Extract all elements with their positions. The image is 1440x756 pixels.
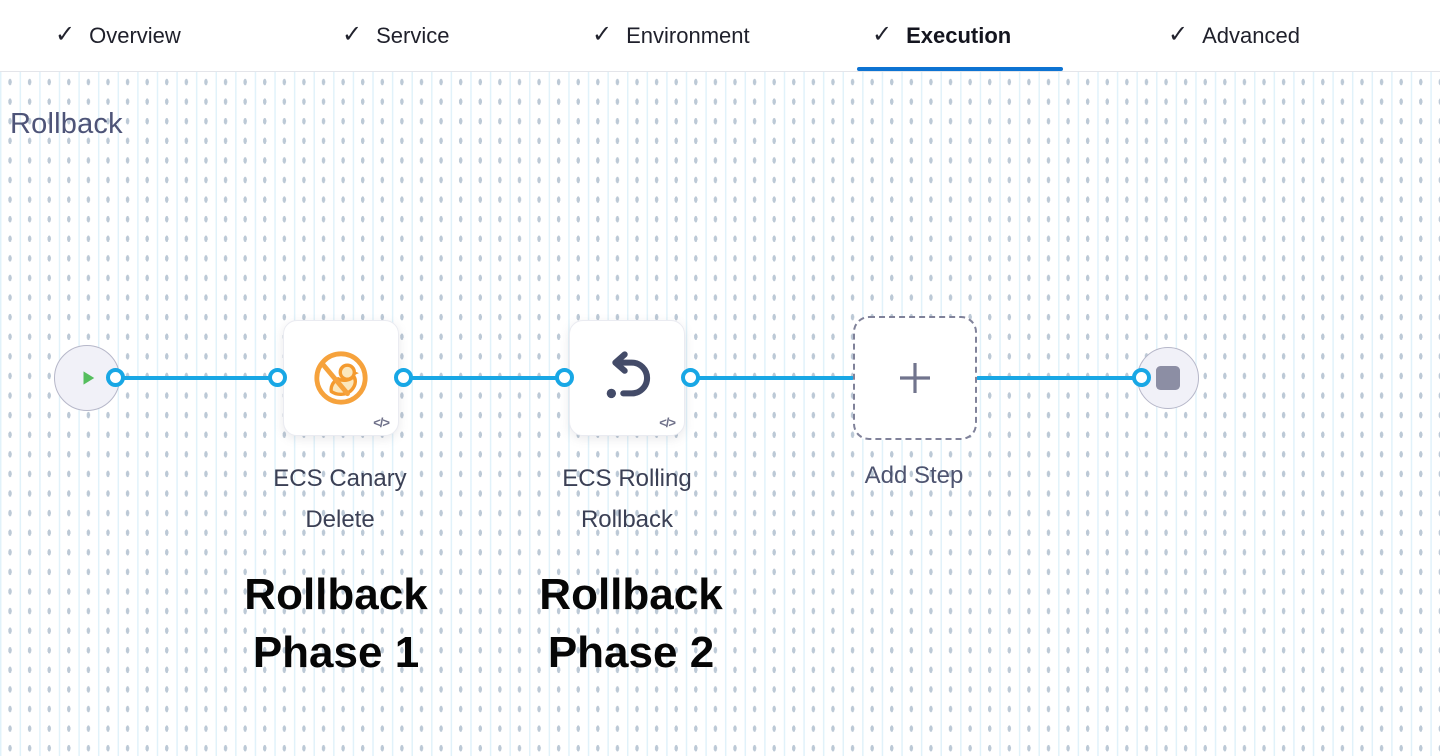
tab-overview[interactable]: ✓ Overview (55, 0, 181, 71)
connector-port[interactable] (1132, 368, 1151, 387)
connector-line (690, 376, 854, 380)
tab-advanced[interactable]: ✓ Advanced (1168, 0, 1300, 71)
rollback-phase-2-annotation: Rollback Phase 2 (539, 570, 723, 677)
stop-icon (1156, 366, 1180, 390)
code-icon: </> (373, 415, 390, 430)
connector-line (403, 376, 564, 380)
connector-line (115, 376, 277, 380)
tab-environment[interactable]: ✓ Environment (592, 0, 750, 71)
ecs-canary-delete-icon (312, 349, 370, 407)
connector-port[interactable] (268, 368, 287, 387)
step-node-ecs-rolling-rollback[interactable]: </> (569, 320, 685, 436)
check-icon: ✓ (1168, 20, 1189, 48)
check-icon: ✓ (592, 20, 613, 48)
check-icon: ✓ (342, 20, 363, 48)
step-name-label: ECS Canary Delete (273, 465, 407, 533)
tab-label: Environment (626, 22, 750, 48)
check-icon: ✓ (55, 20, 76, 48)
plus-icon (892, 355, 938, 401)
add-step-label: Add Step (864, 462, 964, 489)
tab-label: Advanced (1202, 22, 1300, 48)
pipeline-end-node (1137, 347, 1199, 409)
connector-port[interactable] (555, 368, 574, 387)
rollback-phase-1-annotation: Rollback Phase 1 (244, 570, 428, 677)
step-name-label: ECS Rolling Rollback (562, 465, 692, 533)
ecs-rolling-rollback-icon (599, 350, 655, 406)
connector-port[interactable] (106, 368, 125, 387)
tab-label: Overview (89, 22, 181, 48)
check-icon: ✓ (872, 20, 893, 48)
connector-line (976, 376, 1141, 380)
play-icon (73, 364, 101, 392)
add-step-button[interactable] (853, 316, 977, 440)
tab-label: Execution (906, 22, 1012, 48)
section-title: Rollback (10, 108, 123, 140)
connector-port[interactable] (681, 368, 700, 387)
tab-service[interactable]: ✓ Service (342, 0, 449, 71)
tab-execution[interactable]: ✓ Execution (872, 0, 1011, 71)
tab-label: Service (376, 22, 450, 48)
step-node-ecs-canary-delete[interactable]: </> (283, 320, 399, 436)
code-icon: </> (659, 415, 676, 430)
stage-tab-bar: ✓ Overview ✓ Service ✓ Environment ✓ Exe… (0, 0, 1440, 72)
active-tab-underline (857, 67, 1063, 71)
connector-port[interactable] (394, 368, 413, 387)
rollback-pipeline-canvas[interactable]: Rollback </> (0, 72, 1440, 756)
